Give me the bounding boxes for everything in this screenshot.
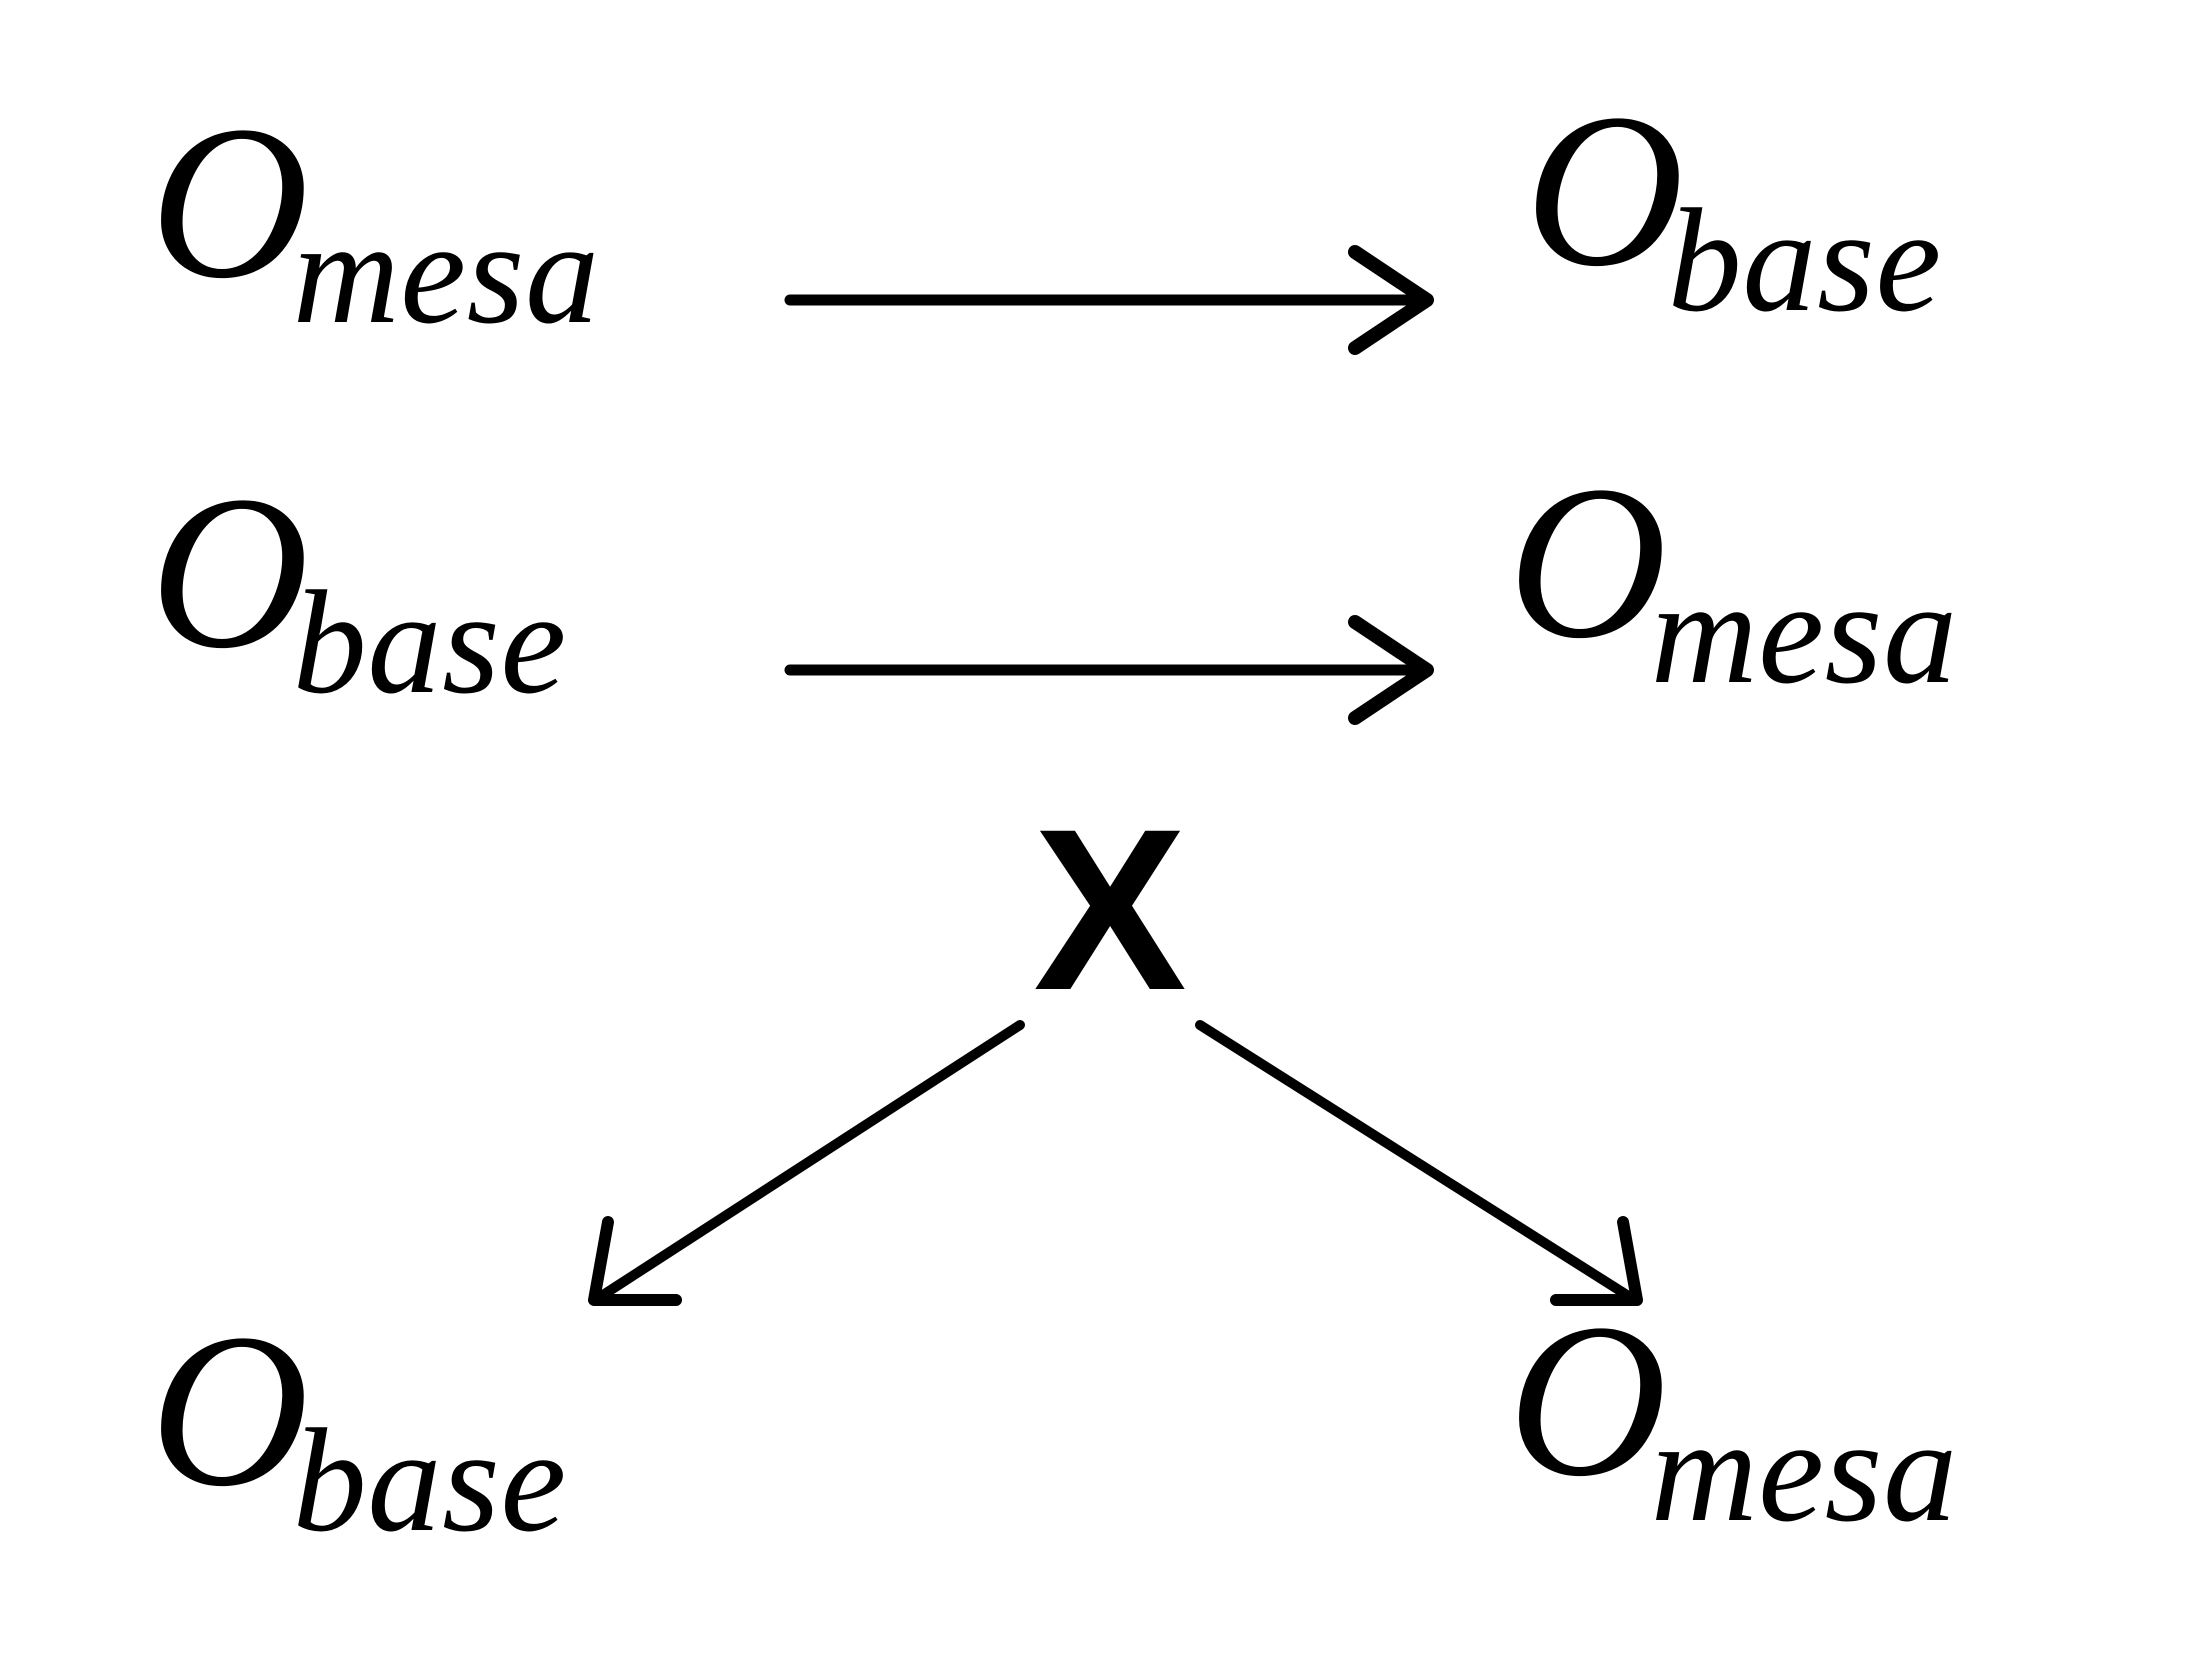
down-left-arrow-icon xyxy=(588,1020,1025,1306)
subscript-mesa: mesa xyxy=(1650,551,1958,715)
subscript-base: base xyxy=(292,1399,567,1563)
cross-x-icon: X xyxy=(1033,781,1187,1038)
row1-right-arrow-icon xyxy=(784,245,1434,355)
subscript-mesa: mesa xyxy=(1650,1389,1958,1553)
label-row1-target-o-base: Obase xyxy=(1525,80,1956,335)
label-row2-target-o-mesa: Omesa xyxy=(1508,452,1972,707)
row2-right-arrow-icon xyxy=(784,615,1434,725)
label-row2-source-o-base: Obase xyxy=(150,462,581,717)
symbol-o: O xyxy=(150,1288,309,1532)
subscript-base: base xyxy=(1667,179,1942,343)
symbol-o: O xyxy=(1508,440,1667,684)
symbol-o: O xyxy=(1525,68,1684,312)
symbol-o: O xyxy=(150,80,309,324)
symbol-o: O xyxy=(1508,1278,1667,1522)
subscript-base: base xyxy=(292,561,567,725)
label-row3-target-o-base: Obase xyxy=(150,1300,581,1555)
subscript-mesa: mesa xyxy=(292,191,600,355)
label-row1-source-o-mesa: Omesa xyxy=(150,92,614,347)
down-right-arrow-icon xyxy=(1195,1020,1643,1306)
label-row3-target-o-mesa: Omesa xyxy=(1508,1290,1972,1545)
symbol-o: O xyxy=(150,450,309,694)
